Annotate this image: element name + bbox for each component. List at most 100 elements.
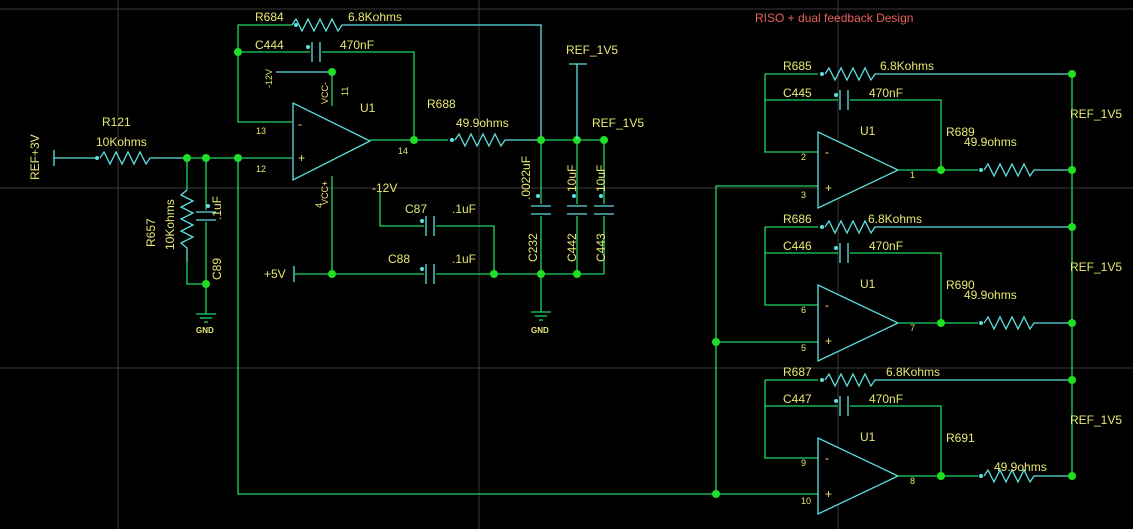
buffer-opamp [292,101,372,182]
vneg-net-label: -12V [264,69,274,88]
stage-2-pin-inv: 6 [801,305,806,315]
r657-resistor [179,189,195,262]
stage-3-feedback-capacitor-value: 470nF [869,392,903,406]
c89-ref: C89 [210,258,224,280]
supply-5v-label: +5V [264,267,286,281]
ref-1v5-top-label: REF_1V5 [566,43,618,57]
stage-2-plus-sign: + [825,334,832,348]
c87-ref: C87 [405,202,427,216]
ref-1v5-side-label: REF_1V5 [592,116,644,130]
stage-2-output-resistor-value: 49.9ohms [964,288,1017,302]
r688-resistor [454,132,541,148]
vpos-pin-number: 4 [314,203,324,208]
c87-value: .1uF [452,202,476,216]
buffer-ground-symbol [531,311,551,321]
stage-3-pin-out: 8 [910,476,915,486]
stage-1-feedback-resistor-ref: R685 [783,59,812,73]
stage-3-output-resistor-ref: R691 [946,431,975,445]
stage-1-opamp [817,130,900,210]
stage-3-opamp-ref: U1 [860,430,876,444]
stage-3-feedback-resistor [824,372,1072,388]
c444-capacitor [311,42,321,62]
c442-ref: C442 [565,233,579,262]
stage-2-minus-sign: - [825,298,829,312]
stage-2-output-resistor [983,315,1072,331]
stage-3-feedback-resistor-value: 6.8Kohms [886,365,940,379]
stage-2-opamp [817,283,900,363]
r684-resistor [291,17,542,140]
c88-value: .1uF [452,252,476,266]
r657-value: 10Kohms [163,199,177,250]
c444-value: 470nF [340,38,374,52]
c232-ref: C232 [526,233,540,262]
r688-ref: R688 [427,97,456,111]
stage-2-feedback-resistor-ref: R686 [783,212,812,226]
stage-1-pin-noninv: 3 [801,190,806,200]
r657-ref: R657 [144,218,158,247]
stage-3-minus-sign: - [825,451,829,465]
stage-2-feedback-capacitor-ref: C446 [783,239,812,253]
vpos-pin-label: VCC+ [320,181,330,205]
ref-3v-net-label: REF+3V [28,134,42,180]
buffer-pin-noninv: 12 [256,164,266,174]
buffer-plus-sign: + [298,151,305,165]
buffer-amplifier: R684 6.8Kohms C444 470nF -12V VCC- 11 U1… [234,10,644,335]
buffer-pin-inv: 13 [256,126,266,136]
vneg-rail-label: -12V [372,181,397,195]
c442-capacitor [567,205,587,215]
c443-ref: C443 [594,233,608,262]
buffer-minus-sign: - [298,117,302,131]
c89-value: .1uF [210,196,224,220]
c442-value: 10uF [565,165,579,192]
buffer-gnd-label: GND [531,326,549,335]
stage-2-ref-net-label: REF_1V5 [1070,260,1122,274]
stage-2-pin-out: 7 [910,323,915,333]
c88-capacitor [425,264,435,284]
stage-2-output-resistor-ref: R690 [946,278,975,292]
stage-1-feedback-resistor [824,66,1072,82]
stage-2-feedback-capacitor-value: 470nF [869,239,903,253]
stage-1-feedback-resistor-value: 6.8Kohms [880,59,934,73]
c443-capacitor [594,205,614,215]
stage-3-feedback-capacitor-ref: C447 [783,392,812,406]
stage-1-output-resistor [983,162,1072,178]
stage-1-pin-inv: 2 [801,152,806,162]
stage-3-plus-sign: + [825,487,832,501]
c88-ref: C88 [388,252,410,266]
stage-3-output-resistor [983,468,1072,484]
vneg-pin-number: 11 [340,87,350,96]
c89-capacitor [196,211,216,221]
r121-ref: R121 [102,115,131,129]
divider-ground-symbol [196,313,216,323]
stage-3-pin-noninv: 10 [801,496,811,506]
stage-1-output-resistor-value: 49.9ohms [964,135,1017,149]
stage-2-opamp-ref: U1 [860,277,876,291]
stage-2-feedback-resistor [824,219,1072,235]
r684-ref: R684 [255,10,284,24]
stage-3-output-resistor-value: 49.9ohms [994,460,1047,474]
stage-3-opamp [817,436,900,516]
stage-1-feedback-capacitor-value: 470nF [869,86,903,100]
c232-capacitor [531,205,551,215]
design-title: RISO + dual feedback Design [755,11,913,25]
stage-1-feedback-capacitor-ref: C445 [783,86,812,100]
c444-ref: C444 [255,38,284,52]
stage-2-feedback-resistor-value: 6.8Kohms [868,212,922,226]
stage-3-feedback-resistor-ref: R687 [783,365,812,379]
buffer-u1-ref: U1 [360,101,376,115]
buffer-pin-out: 14 [398,146,408,156]
c87-capacitor [425,216,435,236]
r121-value: 10Kohms [96,135,147,149]
stage-1-plus-sign: + [825,181,832,195]
stage-1-opamp-ref: U1 [860,124,876,138]
divider-gnd-label: GND [196,326,214,335]
stage-3-pin-inv: 9 [801,458,806,468]
r688-value: 49.9ohms [456,116,509,130]
stage-1-output-resistor-ref: R689 [946,125,975,139]
